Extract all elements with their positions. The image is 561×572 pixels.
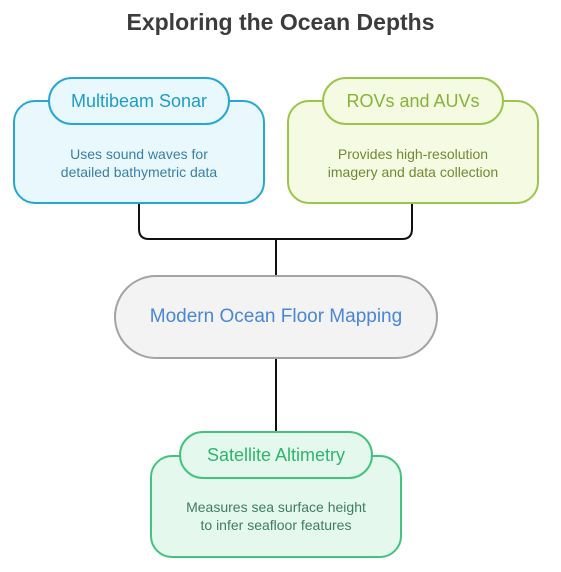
satellite-altimetry-description-line-1: Measures sea surface height	[186, 499, 366, 515]
ocean-floor-mapping-node: Modern Ocean Floor Mapping	[114, 275, 438, 359]
rovs-auvs-label: ROVs and AUVs	[322, 77, 504, 125]
rovs-auvs-description-line-1: Provides high-resolution	[337, 146, 489, 162]
rovs-auvs-description-line-2: imagery and data collection	[327, 164, 499, 180]
multibeam-sonar-description: Uses sound waves for detailed bathymetri…	[15, 145, 263, 181]
connector-top-bracket	[138, 204, 413, 240]
multibeam-sonar-label: Multibeam Sonar	[48, 77, 230, 125]
rovs-auvs-description: Provides high-resolution imagery and dat…	[289, 145, 537, 181]
satellite-altimetry-description-line-2: to infer seafloor features	[200, 517, 352, 533]
diagram-title: Exploring the Ocean Depths	[126, 9, 435, 35]
satellite-altimetry-description: Measures sea surface height to infer sea…	[152, 498, 400, 534]
satellite-altimetry-label: Satellite Altimetry	[179, 431, 373, 479]
multibeam-sonar-description-line-2: detailed bathymetric data	[60, 164, 218, 180]
multibeam-sonar-description-line-1: Uses sound waves for	[70, 146, 208, 162]
